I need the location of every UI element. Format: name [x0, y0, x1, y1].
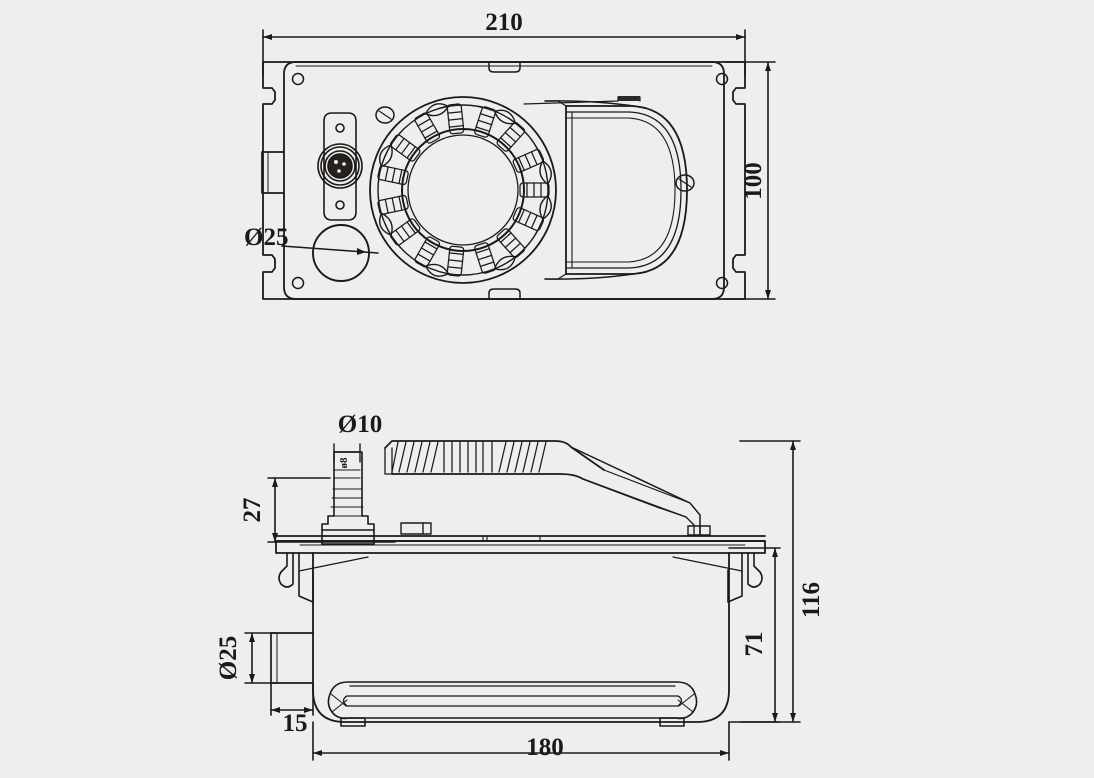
dimension-label-27: 27: [239, 498, 266, 523]
dimension-15: [270, 682, 314, 716]
side-deck-boss: [400, 522, 711, 536]
side-cover-ribs: [391, 441, 547, 473]
top-cover-shell: [523, 96, 647, 280]
dimension-label-15: 15: [283, 710, 308, 737]
dimension-label-210: 210: [485, 9, 523, 36]
dimension-label-71: 71: [741, 632, 768, 657]
dimension-label-phi25-side: Ø25: [215, 636, 242, 680]
dimension-71: [728, 547, 781, 723]
dimension-label-100: 100: [740, 162, 767, 200]
side-top-flange-plate: [275, 535, 766, 554]
top-center-tabs: [488, 61, 521, 300]
dimension-label-116: 116: [798, 582, 825, 618]
side-mounting-clip-right: [672, 552, 763, 603]
top-motor-housing: [369, 96, 557, 284]
side-inlet-stub: [270, 632, 314, 684]
dimension-label-180: 180: [526, 734, 564, 761]
top-left-outlet-stub: [261, 151, 285, 194]
top-body-outline: [283, 61, 725, 300]
top-small-boss: [375, 106, 395, 124]
side-base-cutter-assembly: [327, 681, 698, 727]
top-corner-mounting-holes: [291, 72, 729, 290]
dimension-label-phi10: Ø10: [338, 411, 382, 438]
dimension-label-phi25-top: Ø25: [244, 224, 288, 251]
top-motor-cooling-fins: [377, 103, 552, 277]
side-view: [244, 440, 801, 761]
dimension-label-phi8: ø8: [338, 457, 350, 469]
dimension-180: [312, 721, 730, 761]
side-hose-barb-nozzle: [321, 451, 375, 545]
top-mounting-plate-outline: [262, 61, 746, 300]
top-view: [261, 29, 776, 300]
top-electrical-connector: [317, 112, 363, 221]
dimension-phi25-leader: [281, 245, 379, 255]
top-right-screw-boss: [675, 174, 695, 192]
side-motor-cover: [384, 440, 701, 535]
side-tank-body: [312, 552, 730, 723]
